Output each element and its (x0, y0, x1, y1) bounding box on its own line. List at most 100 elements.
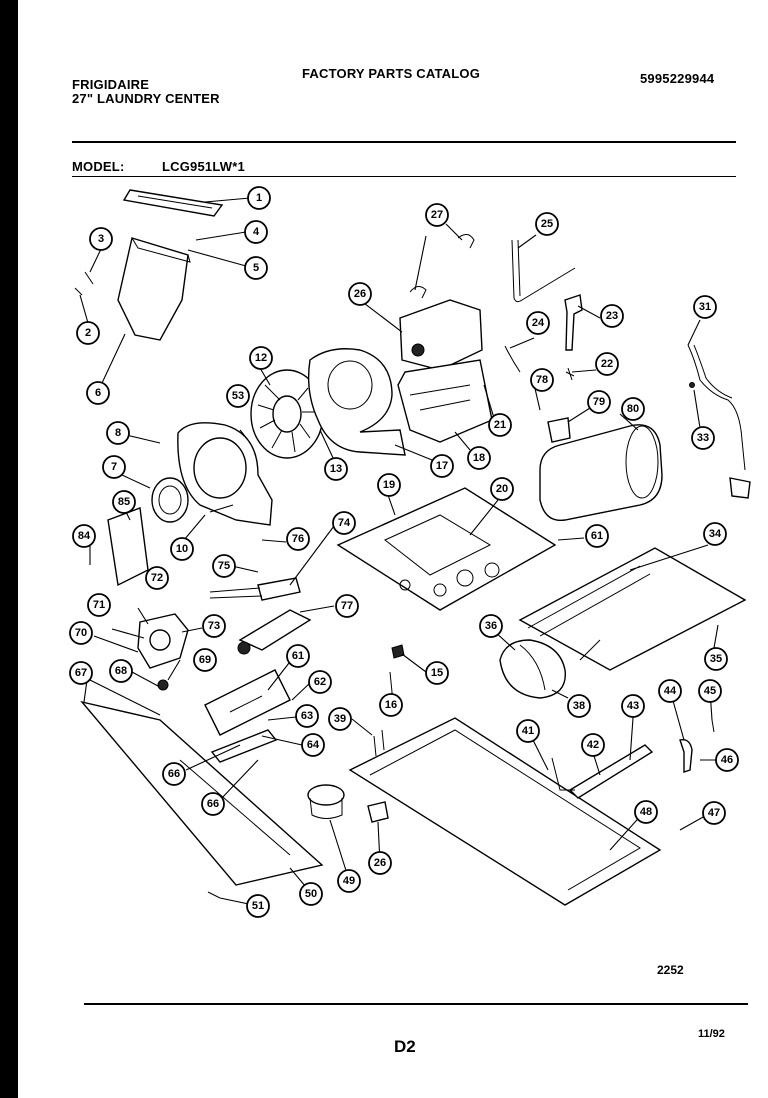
callout-77: 77 (335, 594, 359, 618)
callout-25: 25 (535, 212, 559, 236)
svg-text:38: 38 (573, 700, 585, 712)
svg-text:17: 17 (436, 460, 448, 472)
callout-63: 63 (295, 704, 319, 728)
callout-43: 43 (621, 694, 645, 718)
callout-47: 47 (702, 801, 726, 825)
callout-16: 16 (379, 693, 403, 717)
svg-text:73: 73 (208, 620, 220, 632)
callout-61-lower: 61 (286, 644, 310, 668)
callout-71: 71 (87, 593, 111, 617)
svg-text:35: 35 (710, 653, 722, 665)
callout-84: 84 (72, 524, 96, 548)
callout-38: 38 (567, 694, 591, 718)
callout-33: 33 (691, 426, 715, 450)
callout-5: 5 (244, 256, 268, 280)
callout-69: 69 (193, 648, 217, 672)
callout-51: 51 (246, 894, 270, 918)
svg-text:27: 27 (431, 209, 443, 221)
svg-text:51: 51 (252, 900, 264, 912)
svg-text:5: 5 (253, 262, 259, 274)
svg-text:3: 3 (98, 233, 104, 245)
callout-68: 68 (109, 659, 133, 683)
svg-text:36: 36 (485, 620, 497, 632)
svg-text:22: 22 (601, 358, 613, 370)
svg-text:70: 70 (75, 627, 87, 639)
svg-text:44: 44 (664, 685, 677, 697)
svg-text:18: 18 (473, 452, 485, 464)
callout-22: 22 (595, 352, 619, 376)
svg-text:43: 43 (627, 700, 639, 712)
brand-name: FRIGIDAIRE (72, 77, 150, 92)
callout-6: 6 (86, 381, 110, 405)
callout-35: 35 (704, 647, 728, 671)
callout-26-motor: 26 (348, 282, 372, 306)
catalog-title: FACTORY PARTS CATALOG (302, 66, 481, 81)
callout-61-upper: 61 (585, 524, 609, 548)
callout-49: 49 (337, 869, 361, 893)
callout-21: 21 (488, 413, 512, 437)
svg-text:8: 8 (115, 427, 121, 439)
svg-text:33: 33 (697, 432, 709, 444)
svg-text:26: 26 (354, 288, 366, 300)
svg-text:7: 7 (111, 461, 117, 473)
callout-1: 1 (247, 186, 271, 210)
svg-text:47: 47 (708, 807, 720, 819)
callout-62: 62 (308, 670, 332, 694)
callout-17: 17 (430, 454, 454, 478)
svg-text:85: 85 (118, 496, 130, 508)
svg-text:23: 23 (606, 310, 618, 322)
callout-36: 36 (479, 614, 503, 638)
svg-text:41: 41 (522, 725, 534, 737)
svg-text:77: 77 (341, 600, 353, 612)
svg-text:66: 66 (168, 768, 180, 780)
svg-text:2: 2 (85, 327, 91, 339)
callout-85: 85 (112, 490, 136, 514)
svg-text:10: 10 (176, 543, 188, 555)
callout-2: 2 (76, 321, 100, 345)
header-rule (72, 141, 736, 143)
svg-text:66: 66 (207, 798, 219, 810)
callout-66-upper: 66 (162, 762, 186, 786)
callout-13: 13 (324, 457, 348, 481)
callout-50: 50 (299, 882, 323, 906)
svg-text:76: 76 (292, 533, 304, 545)
callout-74: 74 (332, 511, 356, 535)
callout-76: 76 (286, 527, 310, 551)
callout-4: 4 (244, 220, 268, 244)
svg-text:69: 69 (199, 654, 211, 666)
svg-text:45: 45 (704, 685, 716, 697)
footer-rule (84, 1003, 748, 1005)
svg-text:6: 6 (95, 387, 101, 399)
svg-text:62: 62 (314, 676, 326, 688)
svg-text:34: 34 (709, 528, 722, 540)
callout-3: 3 (89, 227, 113, 251)
svg-text:49: 49 (343, 875, 355, 887)
callout-64: 64 (301, 733, 325, 757)
callout-70: 70 (69, 621, 93, 645)
svg-text:64: 64 (307, 739, 320, 751)
svg-text:72: 72 (151, 572, 163, 584)
page-number: D2 (394, 1037, 416, 1056)
callout-53: 53 (226, 384, 250, 408)
callout-66-lower: 66 (201, 792, 225, 816)
svg-text:4: 4 (253, 226, 260, 238)
callout-10: 10 (170, 537, 194, 561)
svg-text:63: 63 (301, 710, 313, 722)
diagram-code: 2252 (657, 963, 684, 977)
svg-text:12: 12 (255, 352, 267, 364)
callout-48: 48 (634, 800, 658, 824)
svg-text:79: 79 (593, 396, 605, 408)
callout-20: 20 (490, 477, 514, 501)
svg-text:16: 16 (385, 699, 397, 711)
callout-23: 23 (600, 304, 624, 328)
callout-44: 44 (658, 679, 682, 703)
svg-text:53: 53 (232, 390, 244, 402)
svg-text:67: 67 (75, 667, 87, 679)
model-label: MODEL: (72, 159, 125, 174)
svg-text:75: 75 (218, 560, 230, 572)
svg-text:15: 15 (431, 667, 443, 679)
svg-text:13: 13 (330, 463, 342, 475)
svg-text:31: 31 (699, 301, 711, 313)
callout-34: 34 (703, 522, 727, 546)
